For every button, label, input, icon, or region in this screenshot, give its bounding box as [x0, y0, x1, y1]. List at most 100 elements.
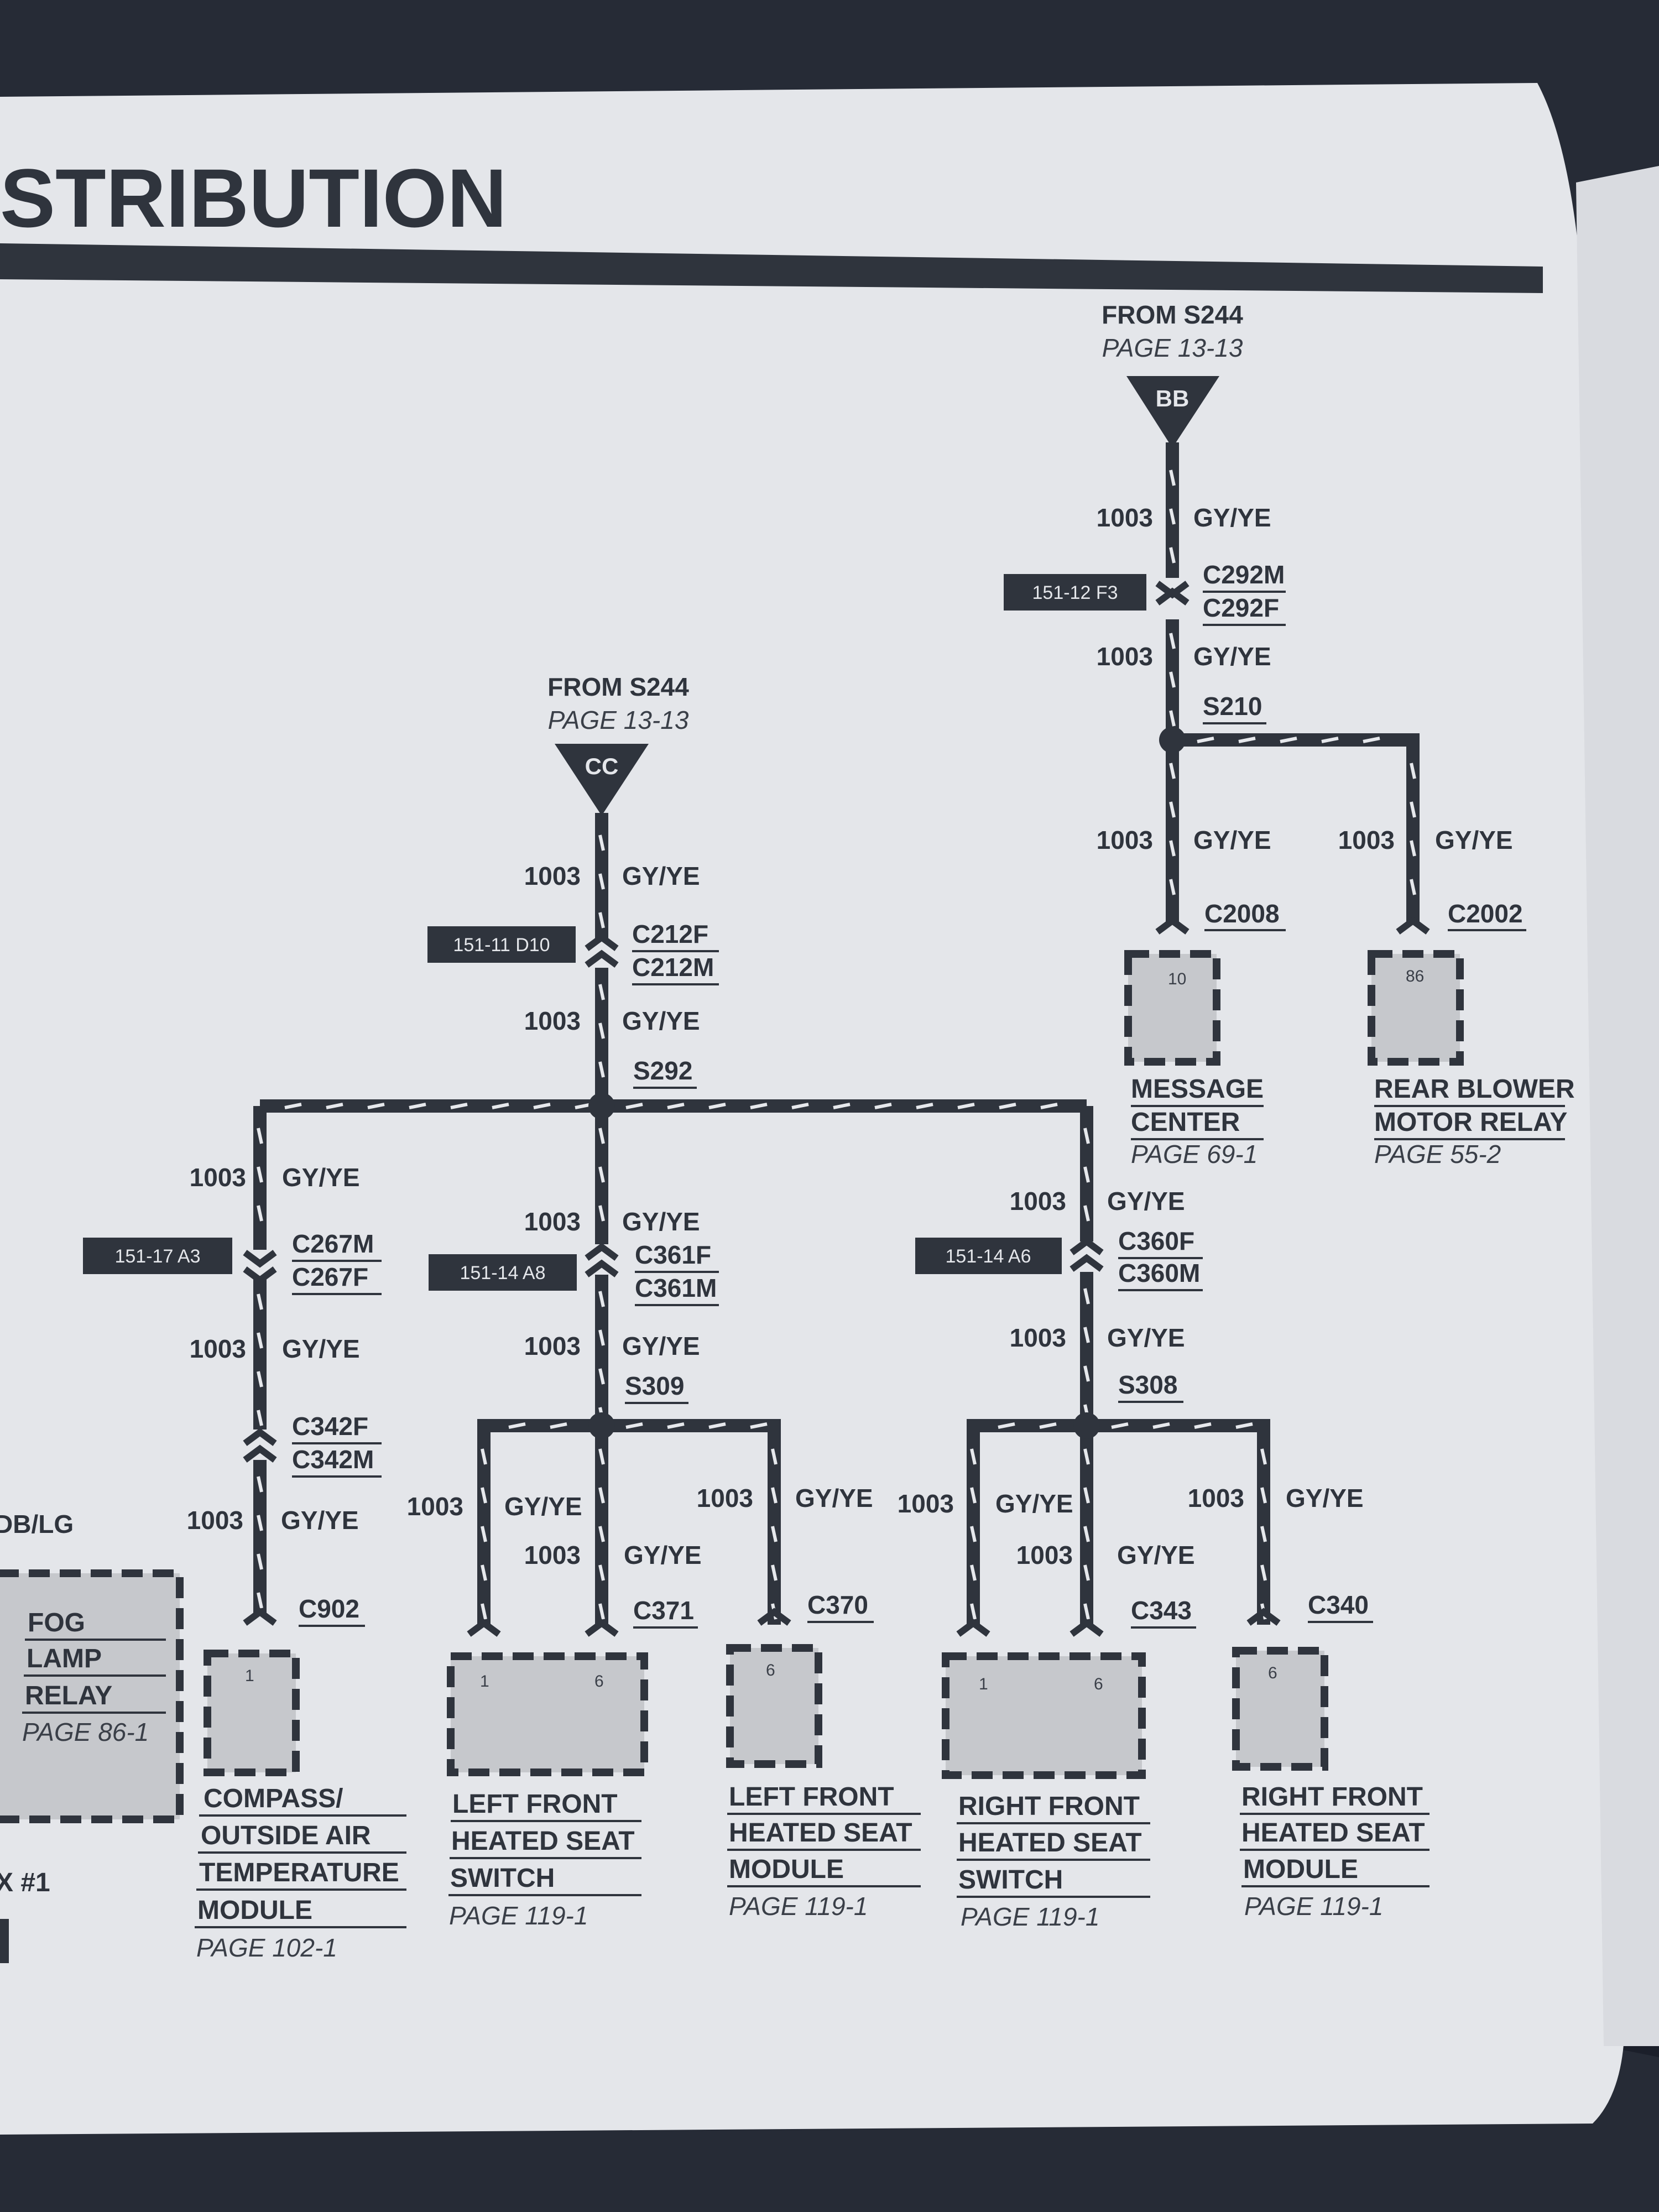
connector-c342f: C342F — [292, 1412, 368, 1441]
hatch-mark — [492, 1103, 509, 1109]
ref-c360-tag — [915, 1238, 1062, 1274]
hatch-mark — [257, 1128, 263, 1144]
source-bb-from: FROM S244 — [1102, 300, 1243, 329]
hatch-mark — [1169, 763, 1176, 779]
c342-chevron — [243, 1428, 277, 1463]
hatch-mark — [1083, 1166, 1090, 1183]
hatch-mark — [598, 1128, 605, 1144]
c292-chevron — [1155, 581, 1190, 606]
wire-number: 1003 — [1010, 1323, 1066, 1352]
connector-c340: C340 — [1308, 1590, 1369, 1619]
source-cc-from: FROM S244 — [547, 672, 689, 701]
fog-lamp-name: LAMP — [27, 1644, 102, 1673]
hatch-mark — [625, 1103, 643, 1109]
next-page-edge — [1576, 166, 1659, 2046]
compass-name: TEMPERATURE — [199, 1858, 399, 1887]
connector-c371: C371 — [633, 1596, 694, 1625]
rf-switch-name: RIGHT FRONT — [958, 1792, 1140, 1821]
hatch-mark — [257, 1476, 263, 1493]
compass-name: OUTSIDE AIR — [201, 1821, 371, 1850]
wire-number: 1003 — [190, 1334, 246, 1363]
source-bb-triangle — [1126, 376, 1219, 448]
wire-number: 1003 — [1010, 1187, 1066, 1215]
ref-c267-tag — [83, 1238, 232, 1274]
ref-c361-text: 151-14 A8 — [460, 1262, 545, 1284]
splice-s308-dot — [1073, 1412, 1100, 1439]
wire-number: 1003 — [1016, 1541, 1073, 1569]
hatch-mark — [598, 1448, 605, 1465]
hatch-mark — [598, 1061, 605, 1078]
hatch-mark — [771, 1487, 778, 1504]
splice-s292: S292 — [633, 1056, 692, 1085]
hatch-mark — [1083, 1487, 1090, 1504]
wire-color: GY/YE — [624, 1541, 702, 1569]
hatch-mark — [1083, 1448, 1090, 1465]
hatch-mark — [533, 1103, 551, 1109]
source-bb-page: PAGE 13-13 — [1102, 333, 1243, 362]
grid-ref-tags: 151-12 F3 151-11 D10 151-17 A3 151-14 A8… — [83, 574, 1146, 1291]
connector-c360m: C360M — [1118, 1259, 1200, 1287]
c340-terminal — [1246, 1608, 1281, 1626]
hatch-mark — [1169, 469, 1176, 486]
hatch-mark — [1169, 547, 1176, 564]
hatch-mark — [1197, 737, 1214, 743]
ref-c361-tag — [429, 1254, 577, 1291]
wire-number: 1003 — [524, 1332, 581, 1360]
hatch-mark — [1169, 710, 1176, 727]
hatch-mark — [1152, 1422, 1170, 1429]
source-bb-label: BB — [1156, 385, 1190, 411]
hatch-mark — [598, 1368, 605, 1385]
wire-number: 1003 — [1097, 642, 1153, 671]
hatch-mark — [1083, 1564, 1090, 1581]
hatch-mark — [598, 1205, 605, 1222]
hatch-mark — [1169, 671, 1176, 688]
hatch-mark — [257, 1410, 263, 1426]
hatch-mark — [598, 1291, 605, 1307]
ref-c360-text: 151-14 A6 — [945, 1246, 1031, 1267]
wire-color: GY/YE — [1286, 1484, 1364, 1512]
hatch-mark — [957, 1103, 975, 1109]
hatch-mark — [481, 1603, 487, 1620]
hatch-mark — [257, 1592, 263, 1609]
c343-terminal-pin6 — [1070, 1619, 1104, 1637]
rear-blower-name: REAR BLOWER — [1374, 1074, 1575, 1104]
wire-color: GY/YE — [622, 1207, 700, 1236]
hatch-mark — [874, 1103, 892, 1109]
source-cc-triangle — [555, 744, 649, 816]
wire-number: 1003 — [1188, 1484, 1244, 1512]
splice-s210-dot — [1159, 727, 1186, 753]
page-title: STRIBUTION — [0, 152, 507, 244]
pin-label: 1 — [480, 1672, 489, 1691]
message-center-page: PAGE 69-1 — [1131, 1140, 1258, 1168]
hatch-mark — [970, 1487, 977, 1504]
message-center-name: CENTER — [1131, 1108, 1240, 1137]
wire-color: GY/YE — [282, 1334, 360, 1363]
hatch-mark — [1083, 1365, 1090, 1382]
compass-name: COMPASS/ — [204, 1784, 343, 1813]
wire-color: GY/YE — [1193, 826, 1271, 854]
c212-chevron — [585, 933, 619, 968]
wire-number: 1003 — [524, 1541, 581, 1569]
pin-label: 1 — [245, 1667, 254, 1685]
wire-number: 1003 — [187, 1506, 243, 1535]
wire-color: GY/YE — [1107, 1187, 1185, 1215]
hatch-mark — [409, 1103, 426, 1109]
wire-number: 1003 — [1338, 826, 1395, 854]
rear-blower-name: MOTOR RELAY — [1374, 1108, 1567, 1137]
hatch-mark — [598, 1487, 605, 1504]
hatch-mark — [708, 1422, 726, 1429]
lf-switch-name: LEFT FRONT — [452, 1790, 618, 1819]
rf-switch-page: PAGE 119-1 — [961, 1902, 1099, 1931]
fog-lamp-relay-box — [0, 1569, 184, 1823]
wire-color: GY/YE — [795, 1484, 873, 1512]
hatch-mark — [257, 1205, 263, 1222]
pin-label: 6 — [1268, 1664, 1277, 1682]
hatch-mark — [1260, 1448, 1267, 1465]
hatch-mark — [1169, 508, 1176, 525]
c902-terminal — [243, 1608, 277, 1626]
message-center-box — [1124, 950, 1220, 1066]
hatch-mark — [970, 1448, 977, 1465]
connector-c342m: C342M — [292, 1445, 374, 1474]
wire-color: GY/YE — [995, 1489, 1073, 1518]
